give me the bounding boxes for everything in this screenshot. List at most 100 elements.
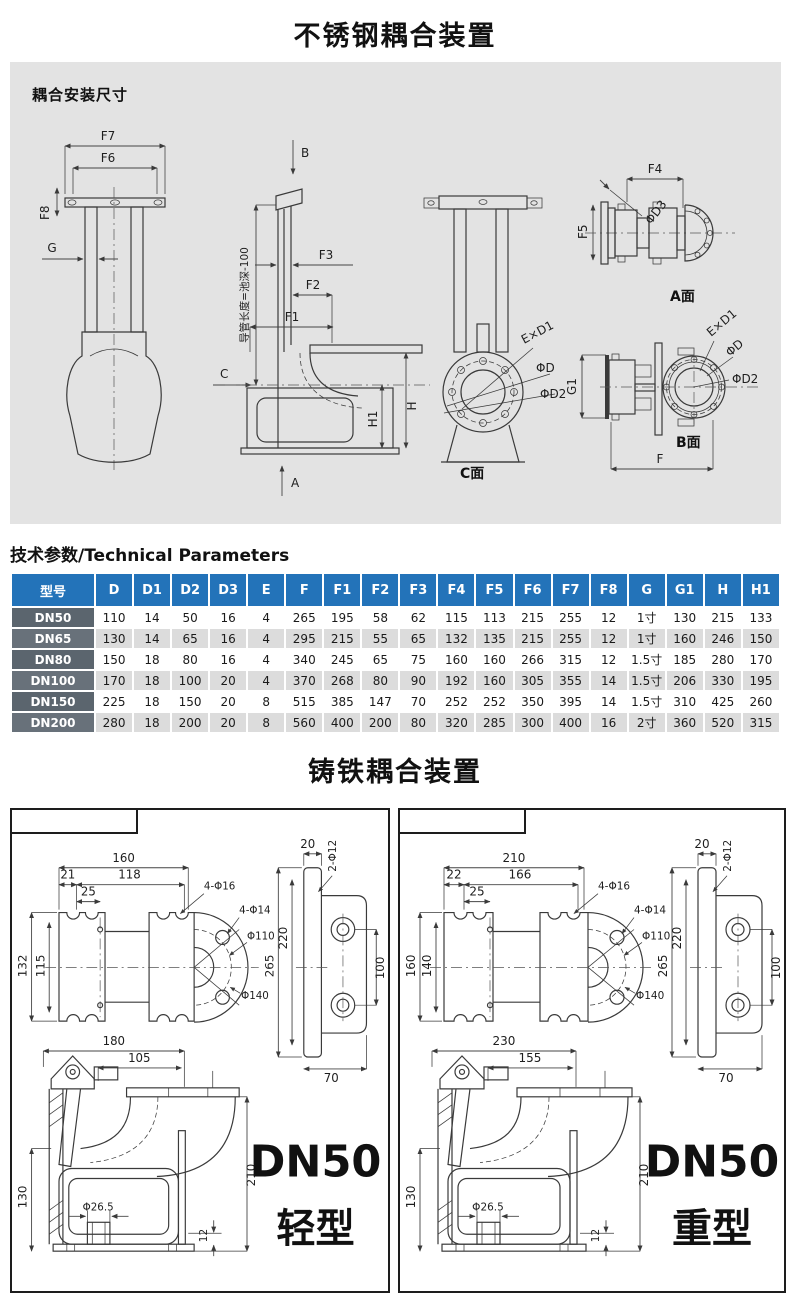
parameters-heading: 技术参数/Technical Parameters (10, 546, 290, 566)
table-cell: 360 (666, 713, 703, 732)
table-cell: 215 (514, 629, 551, 648)
column-header: D3 (210, 574, 247, 606)
table-cell: 265 (286, 608, 323, 627)
table-cell: 110 (96, 608, 133, 627)
dim-hole-span: 100 (769, 956, 783, 979)
table-cell: 80 (362, 671, 399, 690)
claw-top-view: 160 21 118 25 132 115 4-Φ16 (16, 851, 275, 1023)
table-cell: 20 (210, 713, 247, 732)
table-cell: 160 (476, 671, 513, 690)
table-cell: 18 (134, 650, 171, 669)
dim-height: 160 (404, 954, 418, 977)
table-cell: 215 (514, 608, 551, 627)
table-cell: 18 (134, 713, 171, 732)
drawing-side-view: B 导管长度=池深-100 F3 F2 F1 C (213, 140, 430, 496)
table-cell: 515 (286, 692, 323, 711)
column-header: F3 (400, 574, 437, 606)
dim-elbow-width: 230 (493, 1034, 516, 1048)
table-cell: 18 (134, 692, 171, 711)
dim-f4: F4 (648, 162, 663, 176)
table-cell: 147 (362, 692, 399, 711)
dim-flange-span: 105 (128, 1051, 150, 1065)
column-header: 型号 (12, 574, 94, 606)
elbow-side-view: 180 105 Φ26.5 (16, 1034, 258, 1257)
table-cell: 150 (172, 692, 209, 711)
elbow-side-view: 230 155 Φ26.5 (404, 1034, 651, 1257)
table-cell: 400 (552, 713, 589, 732)
dim-f7: F7 (101, 129, 116, 143)
view-label-a: A面 (670, 289, 695, 305)
column-header: H (704, 574, 741, 606)
dim-phid3: ΦD3 (642, 197, 669, 226)
column-header: D1 (134, 574, 171, 606)
dim-c: C (220, 367, 228, 381)
table-cell: 160 (476, 650, 513, 669)
table-cell: 90 (400, 671, 437, 690)
table-cell: 350 (514, 692, 551, 711)
dim-phid-c: ΦD (536, 361, 555, 375)
dim-outlet: Φ26.5 (472, 1201, 504, 1213)
dim-plate-thk: 20 (300, 837, 315, 851)
table-cell: 295 (286, 629, 323, 648)
table-cell: 1.5寸 (628, 692, 665, 711)
table-cell: 50 (172, 608, 209, 627)
table-cell: 192 (438, 671, 475, 690)
table-cell: 14 (590, 692, 627, 711)
table-cell: 560 (286, 713, 323, 732)
dim-side-inner-height: 220 (670, 927, 684, 950)
row-model-label: DN50 (12, 608, 94, 627)
table-cell: 268 (324, 671, 361, 690)
table-cell: 16 (590, 713, 627, 732)
table-cell: 255 (552, 629, 589, 648)
dim-width: 160 (112, 851, 134, 865)
table-cell: 8 (248, 713, 285, 732)
dim-bolts-flange: 4-Φ14 (634, 905, 666, 917)
column-header: D2 (172, 574, 209, 606)
claw-top-view: 210 22 166 25 160 140 4-Φ16 (404, 851, 670, 1023)
dim-exd1-b: E×D1 (704, 306, 739, 339)
view-label-b: B面 (676, 435, 701, 451)
dim-flange-od: Φ140 (241, 990, 269, 1002)
dim-elbow-height: 210 (637, 1164, 651, 1187)
dim-f3: F3 (319, 248, 334, 262)
table-cell: 18 (134, 671, 171, 690)
table-cell: 385 (324, 692, 361, 711)
table-cell: 395 (552, 692, 589, 711)
dim-foot: 12 (198, 1229, 210, 1242)
table-cell: 8 (248, 692, 285, 711)
table-cell: 80 (400, 713, 437, 732)
table-cell: 2寸 (628, 713, 665, 732)
dim-left-offset: 21 (60, 868, 75, 882)
column-header: F2 (362, 574, 399, 606)
drawing-a-face: F4 F5 ΦD3 A面 (576, 162, 735, 305)
dim-depth: 70 (324, 1071, 339, 1085)
table-cell: 215 (324, 629, 361, 648)
cast-iron-light-panel: 160 21 118 25 132 115 4-Φ16 (10, 808, 390, 1293)
dim-h1: H1 (366, 411, 380, 428)
column-header: F4 (438, 574, 475, 606)
table-cell: 115 (438, 608, 475, 627)
dim-base-height: 130 (16, 1186, 30, 1209)
table-cell: 12 (590, 650, 627, 669)
dim-holes: 2-Φ12 (722, 840, 734, 872)
table-cell: 14 (134, 629, 171, 648)
table-cell: 113 (476, 608, 513, 627)
table-cell: 14 (134, 608, 171, 627)
dim-height: 132 (16, 955, 30, 978)
table-cell: 170 (742, 650, 779, 669)
dim-b: B (301, 146, 309, 160)
table-cell: 200 (362, 713, 399, 732)
table-cell: 150 (96, 650, 133, 669)
table-cell: 135 (476, 629, 513, 648)
dim-f: F (657, 452, 664, 466)
table-cell: 4 (248, 629, 285, 648)
cast-iron-light-drawing: 160 21 118 25 132 115 4-Φ16 (16, 837, 387, 1257)
dim-phid-b: ΦD (723, 337, 746, 360)
drawing-bracket-front: F7 F6 F8 G (38, 129, 166, 470)
cast-iron-heavy-panel: 210 22 166 25 160 140 4-Φ16 (398, 808, 786, 1293)
dim-plate-thk: 20 (694, 837, 709, 851)
table-cell: 255 (552, 608, 589, 627)
dim-f8: F8 (38, 205, 52, 220)
